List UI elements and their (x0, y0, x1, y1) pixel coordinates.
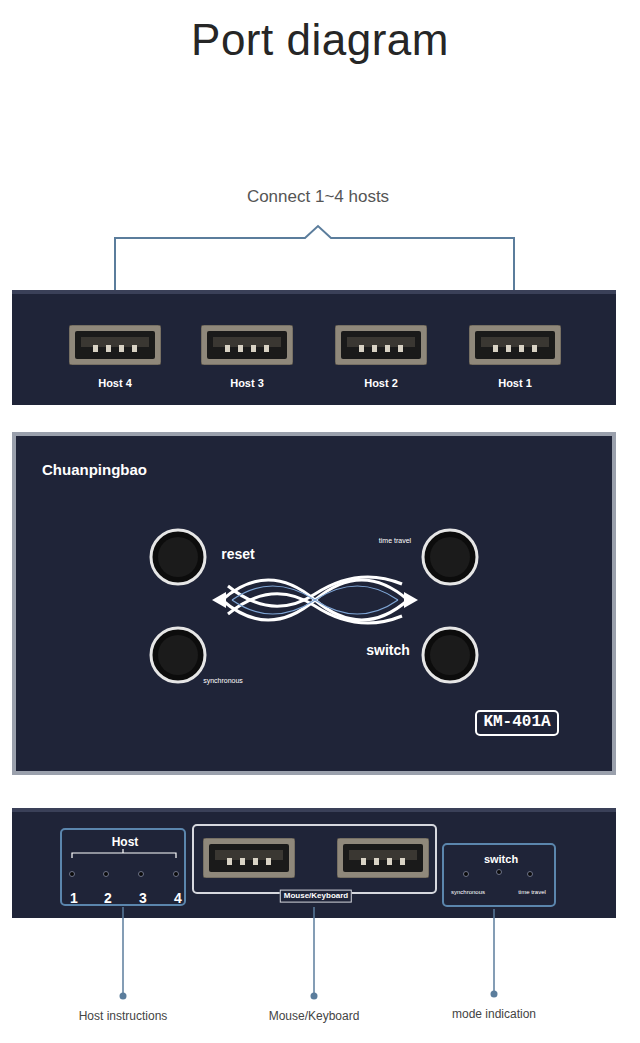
host-bracket-mark (72, 849, 176, 858)
led (497, 870, 502, 875)
brand-name: Chuanpingbao (42, 462, 147, 479)
callout-label: mode indication (452, 1008, 536, 1021)
led (528, 872, 533, 877)
top-panel-face (12, 290, 616, 405)
led (139, 872, 144, 877)
model-badge: KM-401A (475, 710, 559, 736)
panel-rim (12, 432, 616, 775)
usb-port (201, 325, 293, 365)
mouse-keyboard-port-group: Mouse/Keyboard (192, 824, 437, 894)
led (464, 872, 469, 877)
bottom-panel: Host 1 2 3 4 Mouse/Keyboard switch synchronous t… (12, 808, 616, 918)
push-button (423, 628, 477, 682)
port-label: Host 3 (230, 377, 264, 389)
middle-panel-face (16, 436, 612, 771)
leader-dot (311, 993, 318, 1000)
usb-port (469, 325, 561, 365)
callout-label: Host instructions (79, 1010, 168, 1023)
button-label: synchronous (203, 677, 243, 685)
bracket-label: Connect 1~4 hosts (247, 188, 389, 207)
group-heading: Host (112, 836, 139, 849)
usb-port (203, 838, 295, 878)
led (104, 872, 109, 877)
push-button (151, 628, 205, 682)
host-number: 4 (174, 891, 182, 906)
cross-emblem (222, 577, 408, 623)
page-title: Port diagram (191, 16, 449, 64)
panel-edge (12, 290, 616, 294)
usb-port (69, 325, 161, 365)
port-group-label: Mouse/Keyboard (280, 890, 352, 903)
cross-emblem-accent (232, 586, 398, 614)
leader-dot (491, 991, 498, 998)
host-number: 2 (104, 891, 112, 906)
emblem-tip (404, 592, 418, 608)
push-button (151, 530, 205, 584)
leader-dot (120, 993, 127, 1000)
emblem-tip (212, 592, 226, 608)
port-label: Host 1 (498, 377, 532, 389)
host-number: 1 (70, 891, 78, 906)
push-button (423, 530, 477, 584)
leader-lines (123, 907, 494, 996)
mode-label: time travel (518, 889, 546, 896)
host-indicator-group: Host 1 2 3 4 (60, 828, 186, 906)
group-heading: switch (484, 853, 518, 865)
front-panel: Chuanpingbao reset time travel synchronous s… (12, 432, 616, 775)
button-label: switch (366, 643, 410, 658)
usb-port (337, 838, 429, 878)
model-number: KM-401A (483, 714, 550, 732)
usb-port (335, 325, 427, 365)
top-panel: Host 4 Host 3 Host 2 Host 1 (12, 290, 616, 405)
panel-edge (12, 808, 616, 812)
port-label: Host 4 (98, 377, 132, 389)
bottom-panel-face (12, 808, 616, 918)
button-label: reset (221, 547, 254, 562)
led (70, 872, 75, 877)
host-number: 3 (139, 891, 147, 906)
port-label: Host 2 (364, 377, 398, 389)
mode-label: synchronous (451, 889, 485, 896)
callout-label: Mouse/Keyboard (269, 1010, 360, 1023)
button-label: time travel (379, 537, 411, 545)
led (174, 872, 179, 877)
mode-indicator-group: switch synchronous time travel (442, 843, 556, 907)
